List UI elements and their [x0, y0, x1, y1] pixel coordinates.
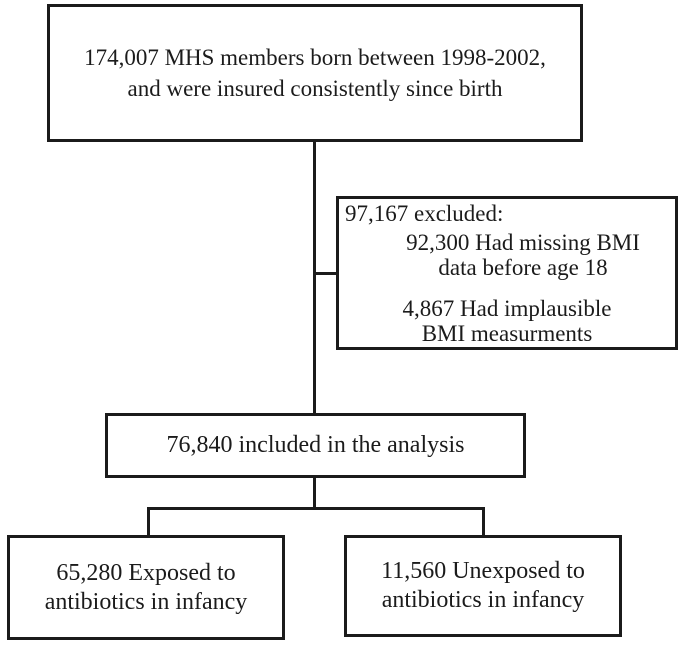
exposed-line1: 65,280 Exposed to: [56, 559, 236, 586]
exposed-box: 65,280 Exposed to antibiotics in infancy: [7, 535, 285, 640]
cohort-box: 174,007 MHS members born between 1998-20…: [47, 4, 583, 142]
exclusion-item-line1: 92,300 Had missing BMI: [406, 230, 640, 255]
included-box: 76,840 included in the analysis: [105, 413, 526, 478]
excluded-box: 97,167 excluded: 92,300 Had missing BMI …: [336, 196, 678, 350]
unexposed-box: 11,560 Unexposed to antibiotics in infan…: [344, 535, 622, 637]
connector-top-stem: [313, 142, 316, 413]
unexposed-line2: antibiotics in infancy: [381, 587, 585, 613]
cohort-line2: and were insured consistently since birt…: [127, 76, 503, 101]
excluded-header: 97,167 excluded:: [345, 201, 504, 226]
exclusion-item-line2: data before age 18: [438, 255, 608, 280]
exclusion-item-line1: 4,867 Had implausible: [402, 296, 612, 321]
connector-branch-left-drop: [147, 507, 150, 535]
exclusion-item-missing-bmi: 92,300 Had missing BMI data before age 1…: [345, 230, 669, 280]
exclusion-item-implausible-bmi: 4,867 Had implausible BMI measurments: [345, 296, 669, 346]
exclusion-item-line2: BMI measurments: [421, 321, 593, 346]
included-text: 76,840 included in the analysis: [166, 432, 465, 458]
cohort-line1: 174,007 MHS members born between 1998-20…: [84, 45, 546, 70]
connector-mid-stem: [313, 478, 316, 510]
connector-excluded-link: [314, 272, 339, 275]
unexposed-line1: 11,560 Unexposed to: [381, 558, 585, 584]
connector-branch-right-drop: [482, 507, 485, 535]
connector-branch-horizontal: [147, 507, 485, 510]
exposed-line2: antibiotics in infancy: [44, 588, 248, 615]
